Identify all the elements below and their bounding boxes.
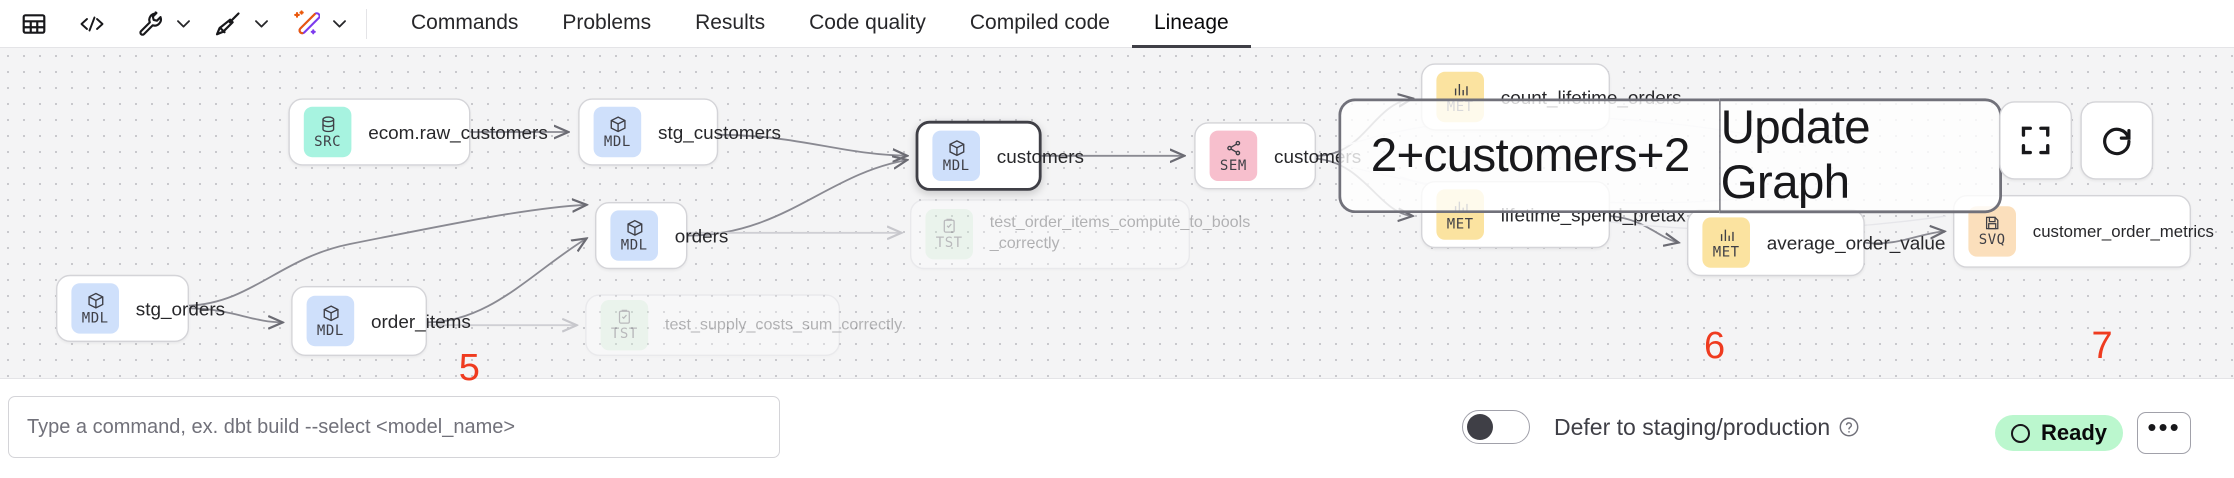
update-graph-button[interactable]: Update Graph [1719, 98, 2002, 214]
lineage-node-ecom-raw-customers[interactable]: SRC ecom.raw_customers [288, 98, 548, 166]
tab-label: Problems [562, 10, 652, 34]
node-label: customers [996, 145, 1084, 167]
tab-label: Code quality [809, 10, 926, 34]
ellipsis-icon: ••• [2147, 412, 2181, 442]
tab-label: Lineage [1153, 10, 1229, 34]
status-group: Ready ••• [1995, 412, 2192, 454]
tst-badge-icon: TST [600, 300, 649, 351]
lineage-node-order-items[interactable]: MDL order_items [291, 286, 471, 356]
tab-label: Compiled code [969, 10, 1110, 34]
expression-text: 2+customers+2 [1370, 128, 1691, 182]
graph-selector-expression[interactable]: 2+customers+2 [1338, 98, 1720, 214]
command-input-wrapper [8, 396, 780, 458]
lineage-node-average-order-value[interactable]: MET average_order_value [1687, 209, 1945, 277]
tab-compiled-code[interactable]: Compiled code [948, 1, 1132, 48]
node-label: test_supply_costs_sum_correctly [665, 316, 903, 333]
tab-label: Commands [411, 10, 519, 34]
question-circle-icon[interactable] [1838, 416, 1860, 438]
wrench-icon[interactable] [130, 4, 170, 44]
code-icon[interactable] [72, 4, 112, 44]
lineage-node-customers-model[interactable]: MDL customers [915, 120, 1084, 191]
broom-icon[interactable] [208, 4, 248, 44]
magic-chevron-icon[interactable] [326, 4, 352, 44]
refresh-button[interactable] [2080, 101, 2154, 180]
lineage-node-customers-semantic[interactable]: SEM customers [1194, 122, 1361, 190]
tab-label: Results [695, 10, 766, 34]
top-toolbar: Commands Problems Results Code quality C… [0, 0, 2234, 48]
node-label: stg_customers [658, 121, 781, 143]
status-label: Ready [2041, 420, 2108, 445]
lineage-node-orders[interactable]: MDL orders [595, 202, 728, 270]
wrench-chevron-icon[interactable] [170, 4, 196, 44]
tab-results[interactable]: Results [673, 1, 787, 48]
met-badge-icon: MET [1702, 217, 1750, 268]
node-label: orders [674, 225, 729, 247]
tab-bar: Commands Problems Results Code quality C… [389, 0, 1251, 48]
defer-toggle[interactable] [1462, 410, 1530, 444]
src-badge-icon: SRC [303, 106, 352, 158]
update-graph-label: Update Graph [1720, 101, 1871, 209]
tab-problems[interactable]: Problems [540, 1, 673, 48]
lineage-node-stg-customers[interactable]: MDL stg_customers [578, 98, 781, 166]
status-circle-icon [2011, 423, 2030, 443]
lineage-canvas[interactable]: SRC ecom.raw_customers MDL stg_customers… [0, 48, 2234, 378]
table-icon[interactable] [14, 4, 54, 44]
mdl-badge-icon: MDL [306, 295, 355, 347]
node-label: test_order_items_compute_to_bools _corre… [989, 214, 1251, 253]
defer-label: Defer to staging/production [1554, 413, 1831, 440]
node-label: average_order_value [1766, 232, 1946, 254]
mdl-badge-icon: MDL [71, 283, 119, 334]
more-options-button[interactable]: ••• [2137, 412, 2192, 454]
svq-badge-icon: SVQ [1968, 206, 2016, 257]
lineage-node-stg-orders[interactable]: MDL stg_orders [56, 274, 225, 342]
mdl-badge-icon: MDL [593, 106, 642, 158]
node-label: customer_order_metrics [2032, 220, 2214, 241]
defer-control-group: Defer to staging/production [1462, 410, 1860, 444]
mdl-badge-icon: MDL [932, 130, 980, 181]
toolbar-divider [366, 8, 367, 39]
status-badge[interactable]: Ready [1995, 415, 2124, 451]
broom-chevron-icon[interactable] [248, 4, 274, 44]
node-label: stg_orders [135, 297, 226, 319]
tst-badge-icon: TST [925, 209, 973, 260]
lineage-node-test-supply-costs-sum-correctly[interactable]: TST test_supply_costs_sum_correctly [585, 294, 902, 356]
toolbar-icon-group [0, 0, 389, 48]
tab-code-quality[interactable]: Code quality [787, 1, 948, 48]
fit-view-button[interactable] [1999, 101, 2072, 180]
tab-commands[interactable]: Commands [389, 1, 540, 48]
sem-badge-icon: SEM [1209, 130, 1258, 181]
node-label: ecom.raw_customers [368, 121, 548, 143]
command-input[interactable] [8, 396, 780, 458]
magic-wand-icon[interactable] [286, 4, 326, 44]
mdl-badge-icon: MDL [610, 210, 658, 261]
lineage-node-test-order-items-compute-to-bools[interactable]: TST test_order_items_compute_to_bools _c… [910, 199, 1250, 270]
node-label: order_items [371, 310, 471, 332]
tab-lineage[interactable]: Lineage [1131, 1, 1251, 48]
toggle-knob [1467, 414, 1493, 440]
